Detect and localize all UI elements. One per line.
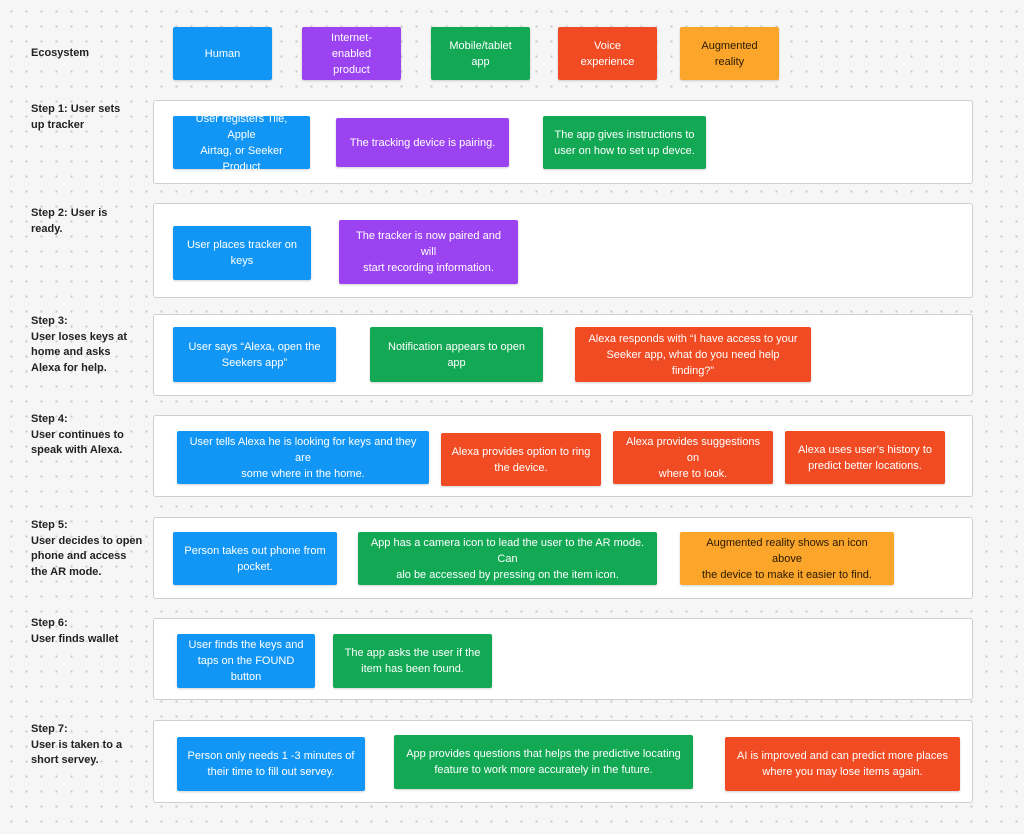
step-4-card-1: User tells Alexa he is looking for keys …	[177, 431, 429, 484]
legend-human-card: Human	[173, 27, 272, 80]
step-1-label: Step 1: User sets up tracker	[31, 103, 121, 131]
step-5-label: Step 5: User decides to open phone and a…	[31, 519, 143, 578]
step-1-card-2: The tracking device is pairing.	[336, 118, 509, 167]
step-5-card-1: Person takes out phone from pocket.	[173, 532, 337, 585]
legend-internet-product-card: Internet-enabled product	[302, 27, 401, 80]
step-4-card-2: Alexa provides option to ring the device…	[441, 433, 601, 486]
step-7-label: Step 7: User is taken to a short servey.	[31, 723, 123, 766]
step-3-card-2: Notification appears to open app	[370, 327, 543, 382]
legend-voice-card: Voice experience	[558, 27, 657, 80]
ecosystem-label: Ecosystem	[31, 47, 90, 59]
step-4-card-3: Alexa provides suggestions on where to l…	[613, 431, 773, 484]
step-7-card-3: AI is improved and can predict more plac…	[725, 737, 960, 791]
step-3-label: Step 3: User loses keys at home and asks…	[31, 315, 128, 374]
step-1-card-1: User registers Tile, Apple Airtag, or Se…	[173, 113, 310, 173]
step-2-card-2: The tracker is now paired and will start…	[339, 220, 518, 284]
step-6-label: Step 6: User finds wallet	[31, 617, 119, 645]
legend-ar-card: Augmented reality	[680, 27, 779, 80]
step-6-card-1: User finds the keys and taps on the FOUN…	[177, 634, 315, 688]
step-2-card-1: User places tracker on keys	[173, 226, 311, 280]
step-5-card-3: Augmented reality shows an icon above th…	[680, 532, 894, 585]
step-4-card-4: Alexa uses user’s history to predict bet…	[785, 431, 945, 484]
step-3-card-1: User says “Alexa, open the Seekers app”	[173, 327, 336, 382]
step-7-card-1: Person only needs 1 -3 minutes of their …	[177, 737, 365, 791]
legend-mobile-app-card: Mobile/tablet app	[431, 27, 530, 80]
step-1-card-3: The app gives instructions to user on ho…	[543, 116, 706, 169]
step-5-card-2: App has a camera icon to lead the user t…	[358, 532, 657, 585]
step-6-card-2: The app asks the user if the item has be…	[333, 634, 492, 688]
step-3-card-3: Alexa responds with “I have access to yo…	[575, 327, 811, 382]
step-7-card-2: App provides questions that helps the pr…	[394, 735, 693, 789]
step-2-label: Step 2: User is ready.	[31, 207, 108, 235]
step-4-label: Step 4: User continues to speak with Ale…	[31, 413, 124, 456]
